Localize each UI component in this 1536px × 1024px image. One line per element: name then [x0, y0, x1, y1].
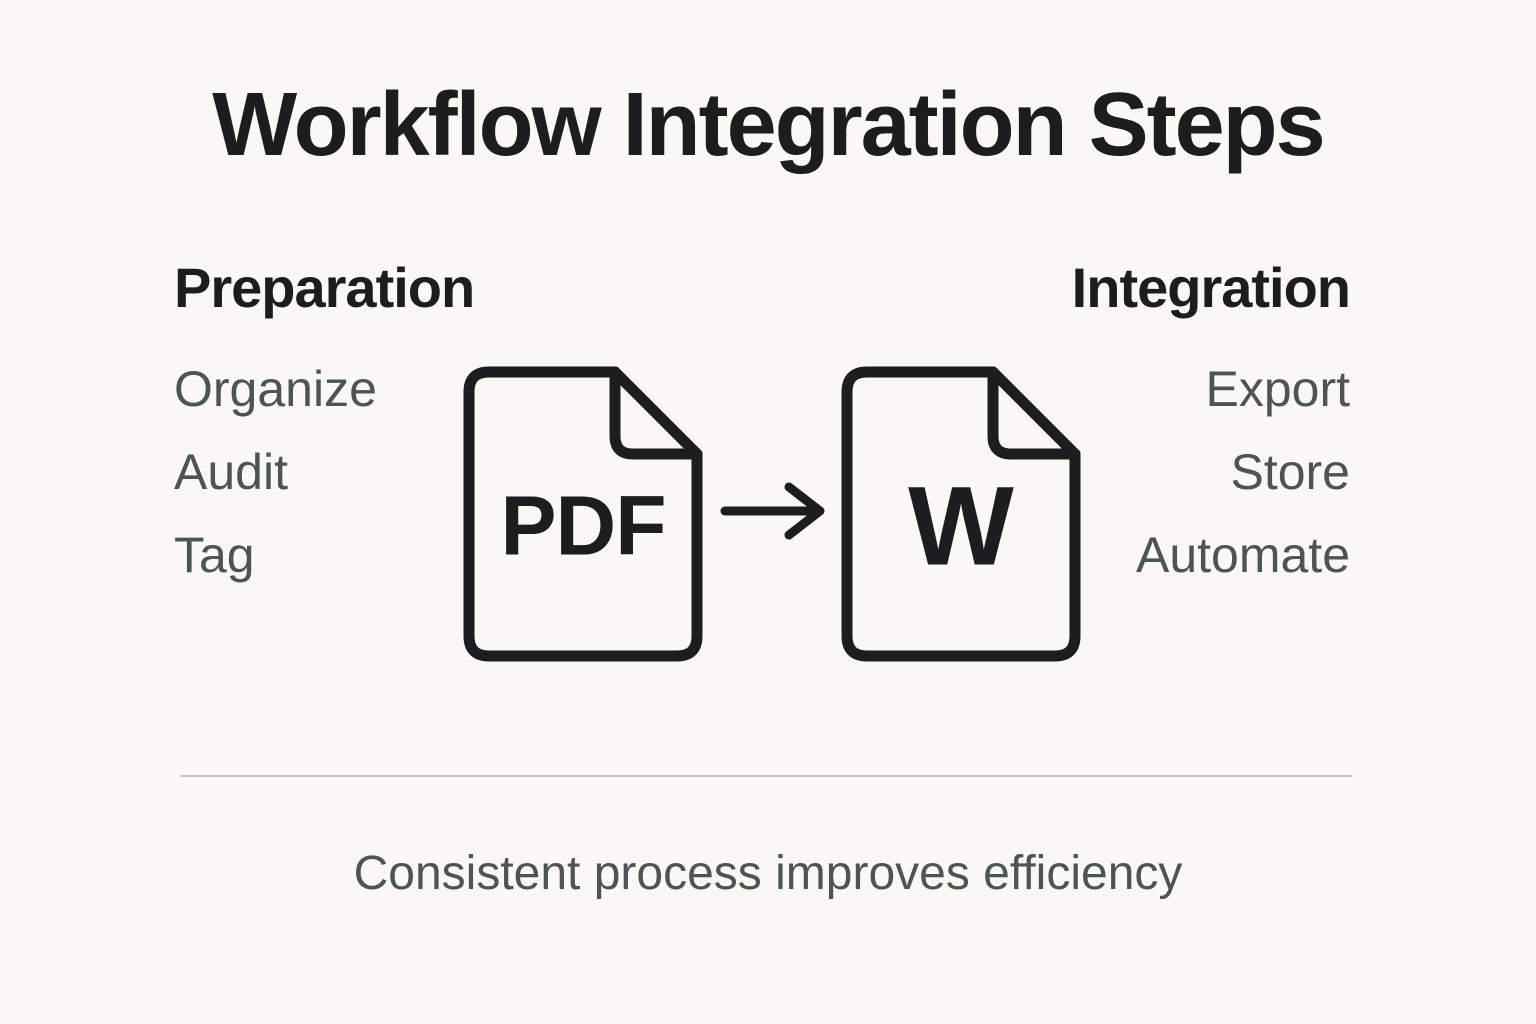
list-item: Automate	[1135, 527, 1350, 583]
word-file-icon: W	[841, 366, 1081, 662]
pdf-file-icon: PDF	[463, 366, 703, 662]
list-item: Audit	[174, 444, 288, 500]
list-item: Export	[1205, 361, 1350, 417]
divider	[180, 775, 1352, 777]
page-title: Workflow Integration Steps	[212, 75, 1325, 175]
pdf-file-label: PDF	[500, 478, 667, 573]
footer-caption: Consistent process improves efficiency	[353, 847, 1183, 900]
list-item: Store	[1230, 444, 1350, 500]
arrow-right-icon	[720, 482, 828, 540]
word-file-label: W	[908, 463, 1014, 589]
integration-items: Export Store Automate	[990, 348, 1350, 597]
preparation-column: Preparation Organize Audit Tag	[174, 256, 534, 597]
preparation-header: Preparation	[174, 256, 475, 319]
integration-column: Integration Export Store Automate	[990, 256, 1351, 597]
list-item: Tag	[174, 527, 255, 583]
integration-header: Integration	[1071, 256, 1351, 319]
list-item: Organize	[174, 361, 377, 417]
preparation-items: Organize Audit Tag	[174, 348, 534, 597]
document-outline-icon	[841, 366, 1081, 662]
document-outline-icon	[463, 366, 703, 662]
